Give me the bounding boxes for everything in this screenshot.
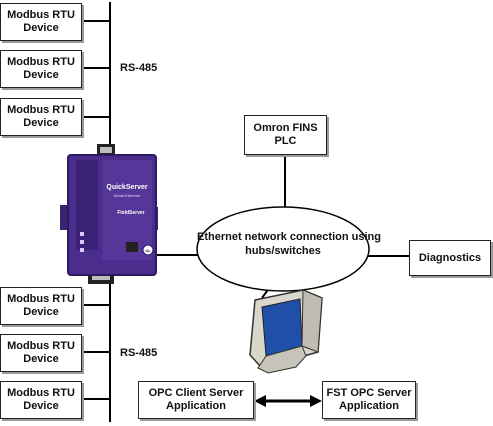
diagnostics-box: Diagnostics — [409, 240, 491, 276]
modbus-device-bottom-3: Modbus RTU Device — [0, 381, 82, 419]
gateway-ethernet-port — [126, 242, 138, 252]
network-label-line2: hubs/switches — [245, 245, 321, 257]
gateway-logo: FieldServer — [117, 210, 144, 216]
device-label: Modbus RTU Device — [7, 340, 75, 365]
device-label: Modbus RTU Device — [7, 387, 75, 412]
gateway-left-panel — [76, 160, 98, 250]
network-label: Ethernet network connection using hubs/s… — [197, 230, 381, 258]
gateway-bottom-connector-face — [92, 273, 110, 280]
opc-client-server-box: OPC Client Server Application — [138, 381, 254, 419]
modbus-device-bottom-2: Modbus RTU Device — [0, 334, 82, 372]
omron-fins-plc-box: Omron FINS PLC — [244, 115, 327, 155]
rs485-label-top: RS-485 — [120, 62, 158, 74]
modbus-device-bottom-1: Modbus RTU Device — [0, 287, 82, 325]
diagnostics-label: Diagnostics — [418, 251, 482, 264]
gateway-led-2 — [80, 240, 84, 244]
gateway-cert-text: UL — [145, 248, 151, 253]
fst-server-label: FST OPC Server Application — [326, 387, 412, 412]
quickserver-gateway-icon: QuickServer Serial-Ethernet FieldServer … — [60, 144, 158, 284]
monitor-side — [301, 289, 323, 353]
network-label-line1: Ethernet network connection using — [197, 231, 381, 243]
device-label: Modbus RTU Device — [7, 56, 75, 81]
modbus-device-top-1: Modbus RTU Device — [0, 3, 82, 41]
gateway-brand: QuickServer — [106, 184, 148, 191]
arrowhead-right-icon — [310, 395, 322, 407]
rs485-label-bottom: RS-485 — [120, 347, 158, 359]
modbus-device-top-3: Modbus RTU Device — [0, 98, 82, 136]
opc-client-label: OPC Client Server Application — [148, 387, 244, 412]
device-label: Modbus RTU Device — [7, 104, 75, 129]
device-label: Modbus RTU Device — [7, 9, 75, 34]
device-label: Modbus RTU Device — [7, 293, 75, 318]
gateway-subtitle: Serial-Ethernet — [114, 193, 142, 198]
computer-monitor-icon — [249, 289, 323, 374]
modbus-device-top-2: Modbus RTU Device — [0, 50, 82, 88]
arrowhead-left-icon — [254, 395, 266, 407]
fst-opc-server-box: FST OPC Server Application — [322, 381, 416, 419]
network-cloud — [196, 206, 370, 292]
gateway-led-3 — [80, 248, 84, 252]
gateway-led-1 — [80, 232, 84, 236]
gateway-top-connector-face — [100, 147, 112, 153]
plc-label: Omron FINS PLC — [253, 122, 318, 147]
gateway-cert-badge — [142, 244, 154, 256]
